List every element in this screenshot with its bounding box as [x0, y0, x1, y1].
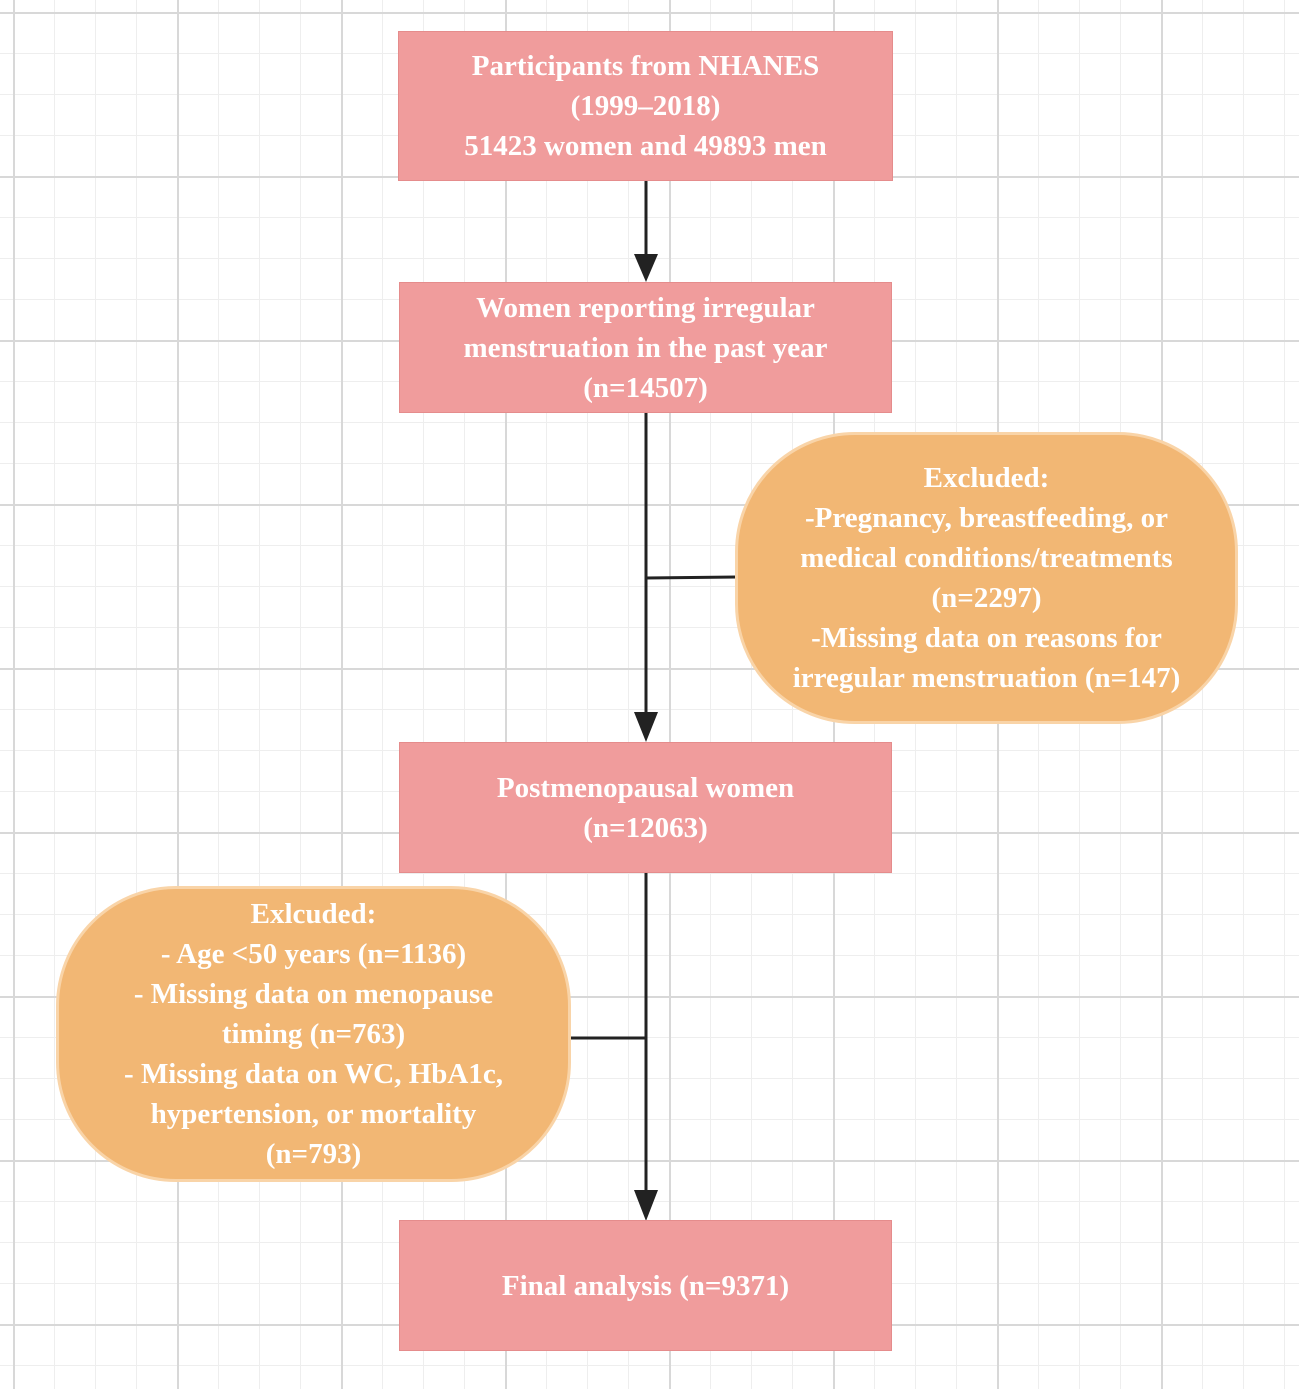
- exclusion-2-line-3: - Missing data on menopause: [133, 978, 494, 1010]
- exclusion-1-line-2: -Pregnancy, breastfeeding, or: [805, 502, 1168, 534]
- irregular-line-1: Women reporting irregular: [476, 291, 815, 324]
- participants-line-3: 51423 women and 49893 men: [464, 130, 827, 162]
- participants-line-1: Participants from NHANES: [471, 50, 820, 82]
- exclusion-2-line-6: hypertension, or mortality: [150, 1098, 477, 1130]
- exclusion-2-line-5: - Missing data on WC, HbA1c,: [124, 1058, 503, 1090]
- arrowhead-1: [634, 254, 658, 282]
- irregular-line-2: menstruation in the past year: [463, 331, 828, 364]
- exclusion-2-line-1: Exlcuded:: [250, 898, 377, 930]
- exclusion-2-line-2: - Age <50 years (n=1136): [160, 938, 467, 970]
- postmenopausal-line-2: (n=12063): [583, 811, 708, 844]
- exclusion-box-2: Exlcuded: - Age <50 years (n=1136) - Mis…: [56, 886, 571, 1182]
- exclusion-1-line-3: medical conditions/treatments: [800, 542, 1173, 574]
- final-analysis-box: Final analysis (n=9371): [399, 1220, 892, 1351]
- final-line-1: Final analysis (n=9371): [501, 1269, 790, 1302]
- branch-to-exclusion-1: [645, 575, 738, 580]
- exclusion-1-line-5: -Missing data on reasons for: [811, 622, 1162, 654]
- participants-box: Participants from NHANES (1999–2018) 514…: [398, 31, 893, 181]
- arrowhead-2: [634, 712, 658, 742]
- postmenopausal-box: Postmenopausal women (n=12063): [399, 742, 892, 873]
- participants-line-2: (1999–2018): [570, 90, 721, 122]
- exclusion-box-1: Excluded: -Pregnancy, breastfeeding, or …: [735, 432, 1238, 724]
- exclusion-1-line-6: irregular menstruation (n=147): [792, 662, 1181, 694]
- exclusion-1-line-4: (n=2297): [931, 582, 1042, 614]
- exclusion-2-line-4: timing (n=763): [221, 1018, 406, 1050]
- exclusion-1-line-1: Excluded:: [923, 462, 1050, 494]
- exclusion-2-line-7: (n=793): [265, 1138, 362, 1170]
- irregular-menstruation-box: Women reporting irregular menstruation i…: [399, 282, 892, 413]
- arrowhead-3: [634, 1190, 658, 1221]
- irregular-line-3: (n=14507): [583, 371, 708, 404]
- postmenopausal-line-1: Postmenopausal women: [496, 771, 795, 804]
